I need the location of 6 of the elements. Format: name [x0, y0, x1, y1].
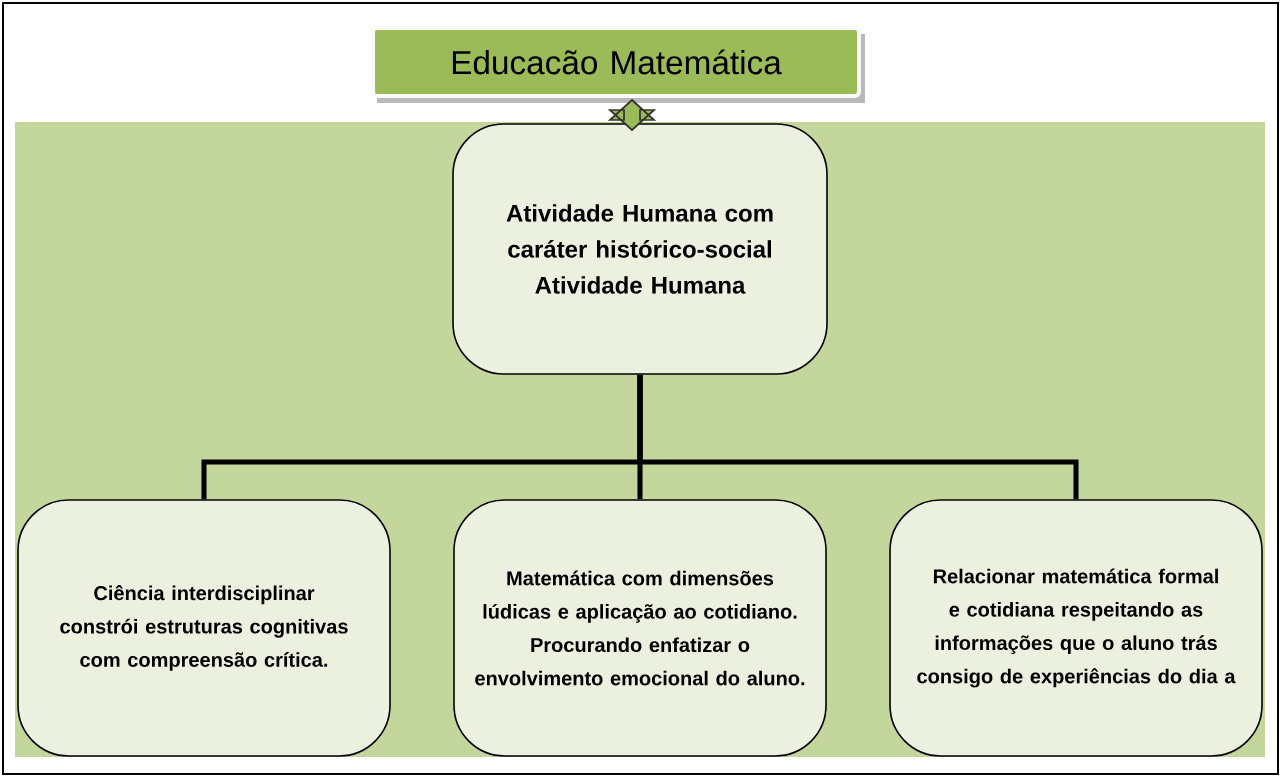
process-box: Ciência interdisciplinar constrói estruturas cognitivas com compreensão crítica. [17, 499, 391, 757]
connector-line [637, 374, 1079, 500]
process-box: Atividade Humana com caráter histórico-social Atividade Humana [452, 123, 828, 375]
process-box: Relacionar matemática formal e cotidiana respeitando as informações que o aluno trás consigo de experiências do dia a [889, 499, 1263, 757]
process-box: Matemática com dimensões lúdicas e aplicação ao cotidiano. Procurando enfatizar o envolvimento emocional do aluno. [453, 499, 827, 757]
title-box: Educacão Matemática [371, 26, 865, 103]
